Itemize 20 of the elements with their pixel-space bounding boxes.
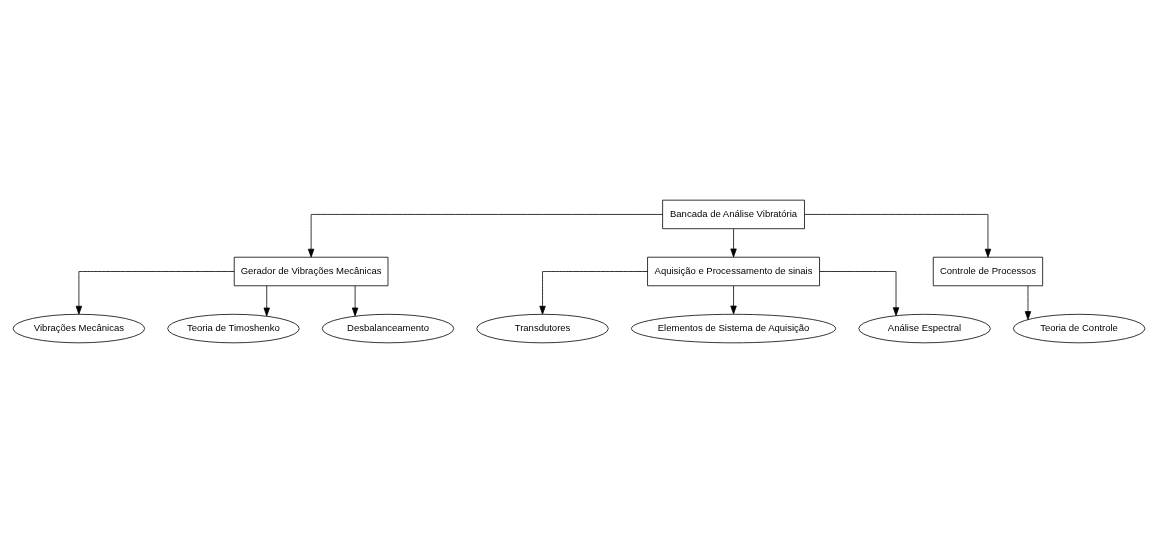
node-box: Gerador de Vibrações Mecânicas [233,256,389,287]
node-box: Aquisição e Processamento de sinais [647,256,820,287]
node-ellipse: Análise Espectral [858,313,991,344]
node-ellipse: Transdutores [476,313,609,344]
arrow [804,214,992,258]
arrow [819,271,900,316]
arrow [730,285,737,315]
node-ellipse: Teoria de Timoshenko [167,313,300,344]
node-box: Bancada de Análise Vibratória [662,199,805,230]
node-ellipse: Desbalanceamento [321,313,455,344]
node-ellipse: Elementos de Sistema de Aquisição [631,313,837,344]
arrow [263,285,270,317]
arrow [75,271,235,315]
arrow [1024,285,1032,320]
arrow [351,285,359,317]
node-ellipse: Vibrações Mecânicas [12,313,146,344]
node-box: Controle de Processos [932,256,1044,287]
arrow [307,214,663,258]
arrow [539,271,648,315]
arrow [730,228,737,258]
